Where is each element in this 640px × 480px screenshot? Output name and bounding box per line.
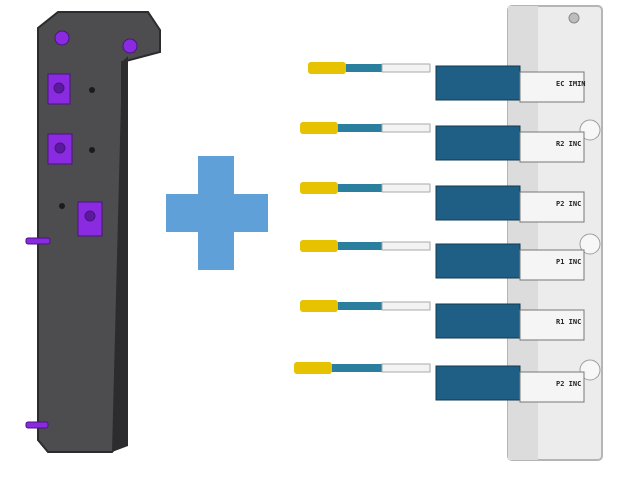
connector-label: P2 INC bbox=[556, 200, 581, 208]
connector-label: R1 INC bbox=[556, 318, 581, 326]
connector-label: P1 INC bbox=[556, 258, 581, 266]
connector-row: EC IMIN bbox=[308, 62, 586, 103]
screw-top-left bbox=[54, 30, 70, 46]
connector-label: P2 INC bbox=[556, 380, 581, 388]
screw-top-right bbox=[122, 38, 138, 54]
connector-row: R2 INC bbox=[300, 122, 585, 163]
pin-1 bbox=[25, 237, 51, 245]
plus-sign bbox=[166, 156, 268, 270]
connector-label: EC IMIN bbox=[556, 80, 586, 88]
connector-list: EC IMIN R2 INC P2 INC P1 INC bbox=[294, 62, 586, 403]
pin-2 bbox=[25, 421, 49, 429]
connector-row: R1 INC bbox=[300, 300, 585, 341]
connector-row: P2 INC bbox=[300, 182, 585, 223]
connector-row: P1 INC bbox=[300, 240, 585, 281]
connector-label: R2 INC bbox=[556, 140, 581, 148]
connector-row: P2 INC bbox=[294, 362, 585, 403]
fasteners bbox=[25, 30, 138, 429]
